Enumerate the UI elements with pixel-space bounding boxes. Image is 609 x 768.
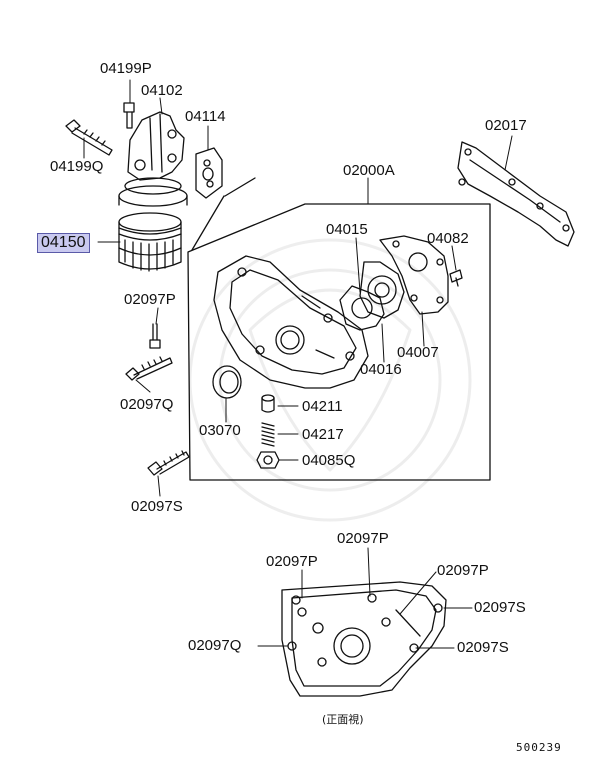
label-04085q: 04085Q bbox=[302, 452, 356, 469]
label-02097s-front-right: 02097S bbox=[474, 599, 526, 616]
label-04015: 04015 bbox=[326, 221, 368, 238]
screw-04082 bbox=[449, 269, 463, 287]
bolts-left-group bbox=[125, 323, 190, 476]
leader-lines bbox=[83, 79, 513, 649]
front-view-caption: (正面視) bbox=[322, 713, 364, 726]
pump-cover-04007 bbox=[379, 235, 449, 315]
oil-filter-bracket bbox=[118, 102, 188, 207]
oil-pump-case-box bbox=[187, 177, 491, 481]
label-02097s-left: 02097S bbox=[131, 498, 183, 515]
seal-03070 bbox=[212, 365, 242, 399]
label-04211: 04211 bbox=[302, 398, 343, 415]
oil-filter-04150 bbox=[118, 212, 182, 272]
gasket-04114 bbox=[195, 147, 223, 199]
diagram-code: 500239 bbox=[516, 741, 562, 754]
front-case-02000a bbox=[213, 255, 369, 389]
label-03070: 03070 bbox=[199, 422, 241, 439]
label-02097p-front-right: 02097P bbox=[437, 562, 489, 579]
label-02097q-front: 02097Q bbox=[188, 637, 242, 654]
label-04082: 04082 bbox=[427, 230, 469, 247]
gasket-02017 bbox=[457, 141, 575, 247]
front-view-case bbox=[281, 581, 447, 697]
label-04199p: 04199P bbox=[100, 60, 152, 77]
oil-pump-rotors bbox=[339, 261, 405, 331]
label-04114: 04114 bbox=[185, 108, 226, 125]
relief-valve-parts bbox=[256, 394, 280, 469]
label-04007: 04007 bbox=[397, 344, 439, 361]
label-04016: 04016 bbox=[360, 361, 402, 378]
label-04150-highlighted[interactable]: 04150 bbox=[37, 233, 90, 253]
watermark bbox=[188, 238, 472, 522]
bolt-04199q bbox=[65, 119, 113, 156]
label-02097s-front-bottom: 02097S bbox=[457, 639, 509, 656]
label-04217: 04217 bbox=[302, 426, 344, 443]
label-04102: 04102 bbox=[141, 82, 183, 99]
label-04199q: 04199Q bbox=[50, 158, 104, 175]
label-02097p-front-top: 02097P bbox=[337, 530, 389, 547]
label-02000a: 02000A bbox=[343, 162, 395, 179]
label-02097q-left: 02097Q bbox=[120, 396, 174, 413]
label-02097p-front-left: 02097P bbox=[266, 553, 318, 570]
label-02017: 02017 bbox=[485, 117, 527, 134]
label-02097p-left: 02097P bbox=[124, 291, 176, 308]
